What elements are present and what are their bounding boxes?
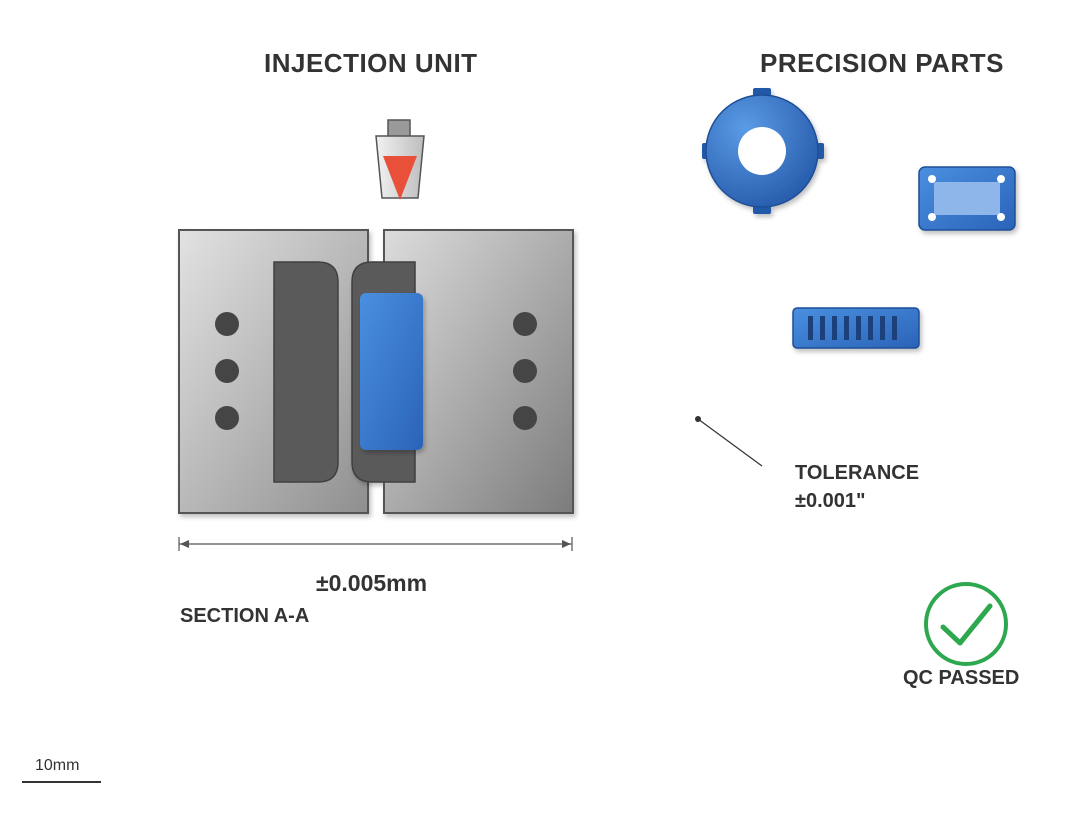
tolerance-label: TOLERANCE <box>795 462 920 484</box>
tolerance-value: ±0.001" <box>795 490 866 512</box>
section-label: SECTION A-A <box>180 605 310 627</box>
grille-part-icon <box>792 307 920 349</box>
qc-status-label: QC PASSED <box>903 667 1020 689</box>
gear-ring-part-icon <box>702 88 824 214</box>
injection-unit-title: INJECTION UNIT <box>264 48 478 78</box>
nozzle-icon <box>375 119 425 200</box>
check-circle-icon <box>924 582 1008 666</box>
tolerance-leader <box>695 416 763 467</box>
mold-left-half <box>178 229 369 514</box>
plate-part-icon <box>918 166 1016 231</box>
molded-part <box>360 293 423 450</box>
dimension-line <box>178 537 573 551</box>
precision-parts-title: PRECISION PARTS <box>760 48 1004 78</box>
scale-bar-label: 10mm <box>35 757 80 774</box>
dimension-label: ±0.005mm <box>316 570 428 596</box>
